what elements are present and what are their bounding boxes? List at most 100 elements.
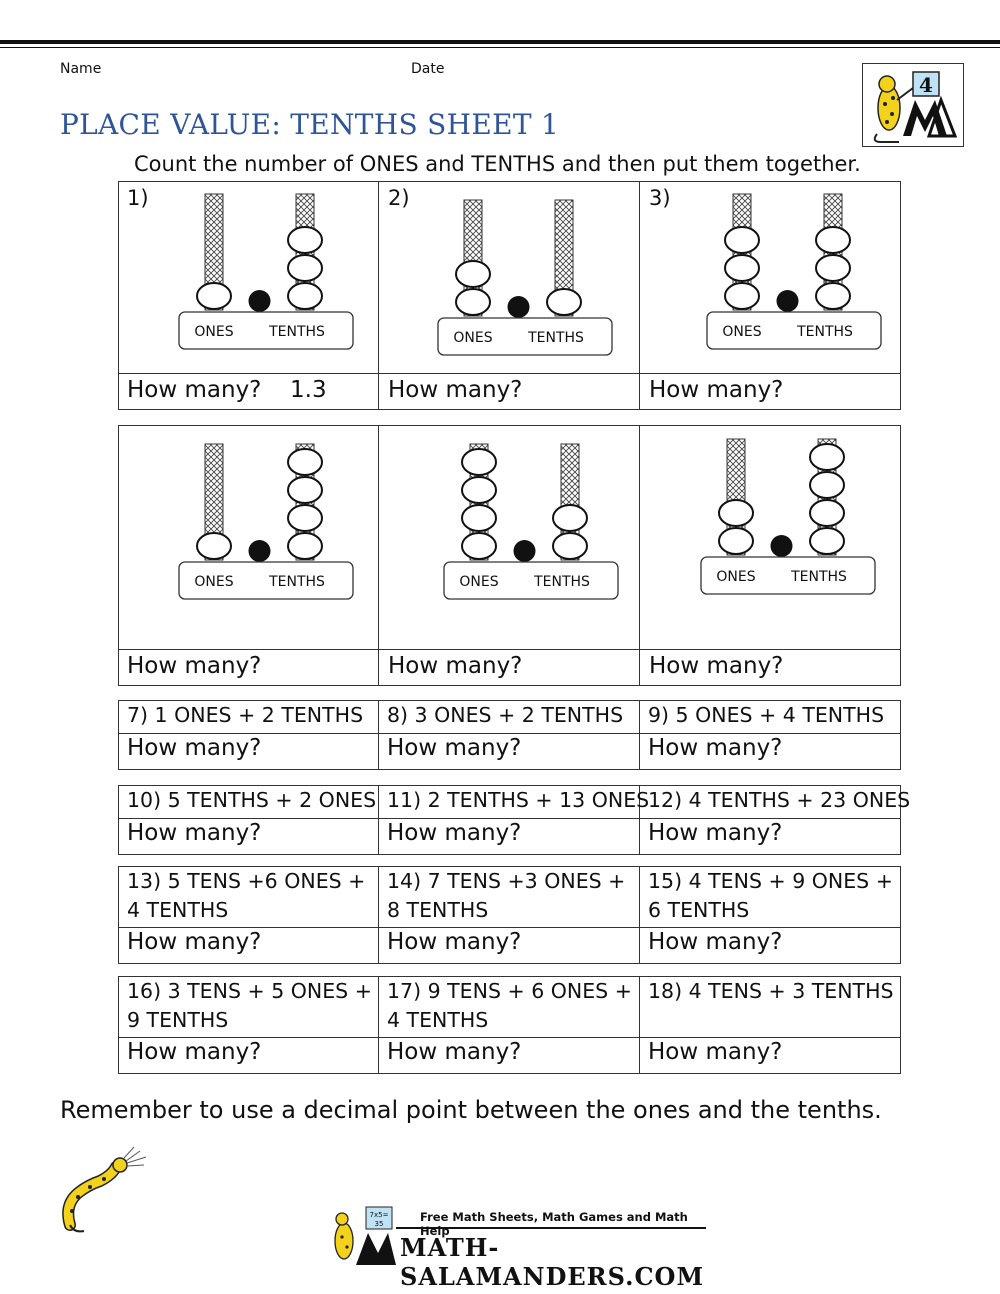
divider <box>639 785 640 855</box>
divider <box>378 976 379 1074</box>
question-text: 6 TENTHS <box>648 898 750 922</box>
ones-bead <box>455 288 491 316</box>
divider <box>639 181 640 410</box>
ones-bead <box>718 499 754 527</box>
question-text: 8 TENTHS <box>387 898 489 922</box>
question-text: 17) 9 TENS + 6 ONES + <box>387 979 632 1003</box>
question-text: 18) 4 TENS + 3 TENTHS <box>648 979 894 1003</box>
divider <box>639 700 640 770</box>
question-number: 1) <box>127 186 149 210</box>
question-text: 14) 7 TENS +3 ONES + <box>387 869 626 893</box>
tenths-bead <box>287 282 323 310</box>
how-many-label: How many? <box>127 929 262 955</box>
tenths-bead <box>552 504 588 532</box>
tenths-bead <box>287 448 323 476</box>
question-table <box>118 866 901 964</box>
question-text: 12) 4 TENTHS + 23 ONES <box>648 788 911 812</box>
question-text: 16) 3 TENS + 5 ONES + <box>127 979 372 1003</box>
divider <box>378 181 379 410</box>
ones-bead <box>461 476 497 504</box>
question-text: 8) 3 ONES + 2 TENTHS <box>387 703 624 727</box>
how-many-label: How many? <box>649 653 784 679</box>
ones-bead <box>724 282 760 310</box>
answer-value[interactable]: 1.3 <box>290 377 327 403</box>
how-many-label: How many? <box>387 820 522 846</box>
abacus-base <box>706 311 882 350</box>
decimal-point <box>513 540 536 562</box>
svg-text:35: 35 <box>375 1220 384 1228</box>
instruction-text: Count the number of ONES and TENTHS and … <box>134 152 861 176</box>
tenths-bead <box>809 443 845 471</box>
abacus-base <box>443 561 619 600</box>
tenths-bead <box>546 288 582 316</box>
tenths-bead <box>287 254 323 282</box>
question-number: 3) <box>649 186 671 210</box>
tenths-bead <box>815 282 851 310</box>
divider <box>118 818 901 819</box>
divider <box>378 425 379 686</box>
tenths-bead <box>809 499 845 527</box>
question-table <box>118 976 901 1074</box>
tenths-label: TENTHS <box>527 330 584 346</box>
question-text: 10) 5 TENTHS + 2 ONES <box>127 788 377 812</box>
abacus-table-2 <box>118 425 901 686</box>
how-many-label: How many? <box>648 735 783 761</box>
ones-label: ONES <box>194 574 233 590</box>
logo-rule <box>396 1227 706 1229</box>
tenths-bead <box>287 476 323 504</box>
ones-bead <box>196 532 232 560</box>
ones-label: ONES <box>722 324 761 340</box>
abacus-drawing: ONES TENTHS <box>706 193 882 350</box>
abacus-table-1 <box>118 181 901 410</box>
divider <box>378 866 379 964</box>
tenths-bead <box>809 471 845 499</box>
header-rule-thick <box>0 40 1000 44</box>
tenths-label: TENTHS <box>796 324 853 340</box>
question-text: 15) 4 TENS + 9 ONES + <box>648 869 893 893</box>
abacus: ONES TENTHS <box>706 192 896 361</box>
question-text: 4 TENTHS <box>127 898 229 922</box>
how-many-label: How many? <box>649 377 784 403</box>
ones-label: ONES <box>459 574 498 590</box>
date-label: Date <box>411 61 445 77</box>
question-table <box>118 785 901 855</box>
salamander-teacher-icon: 4 <box>873 71 958 143</box>
divider <box>118 927 901 928</box>
salamander-logo-icon: 7x5= 35 <box>334 1206 396 1265</box>
how-many-label: How many? <box>127 735 262 761</box>
ones-bead <box>461 448 497 476</box>
question-text: 11) 2 TENTHS + 13 ONES <box>387 788 650 812</box>
grade-logo: 4 <box>862 63 964 147</box>
name-label: Name <box>60 61 102 77</box>
decimal-point <box>507 296 530 318</box>
decimal-point <box>776 290 799 312</box>
abacus-base <box>178 561 354 600</box>
abacus-base <box>178 311 354 350</box>
svg-text:7x5=: 7x5= <box>370 1211 389 1219</box>
divider <box>118 1037 901 1038</box>
how-many-label: How many? <box>648 1039 783 1065</box>
ones-bead <box>461 532 497 560</box>
how-many-label: How many? <box>648 929 783 955</box>
ones-label: ONES <box>716 569 755 585</box>
how-many-label: How many? <box>648 820 783 846</box>
divider <box>118 373 901 374</box>
site-name[interactable]: MATH-SALAMANDERS.COM <box>400 1233 705 1291</box>
question-text: 9 TENTHS <box>127 1008 229 1032</box>
decimal-point <box>248 540 271 562</box>
reminder-text: Remember to use a decimal point between … <box>60 1096 882 1124</box>
how-many-label: How many? <box>127 1039 262 1065</box>
divider <box>378 785 379 855</box>
tenths-bead <box>809 527 845 555</box>
tenths-bead <box>815 226 851 254</box>
question-number: 2) <box>388 186 410 210</box>
how-many-label: How many? <box>127 820 262 846</box>
